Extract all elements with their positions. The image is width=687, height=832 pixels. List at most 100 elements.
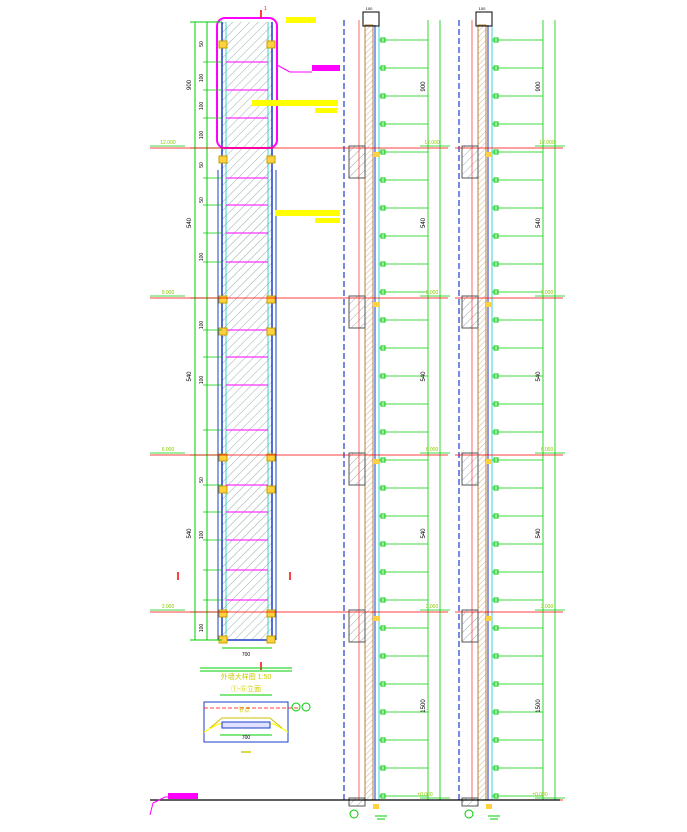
level-label: 6.000 [162,447,175,453]
bracket [493,681,499,687]
drawing-lines [149,10,565,820]
section-label: 节点 [238,706,250,714]
floor-slab [461,145,479,179]
bracket [493,541,499,547]
anchor [266,295,276,304]
bracket [380,737,386,743]
bracket [493,121,499,127]
bracket [380,177,386,183]
dimension-segment: 50 [199,477,205,483]
anchor [266,485,276,494]
wall-section [364,24,374,801]
anchor [218,609,228,618]
bracket [493,765,499,771]
dimension-top: 100 [479,6,486,11]
bracket [380,37,386,43]
floor-slab [461,295,479,329]
cut-mark: 1 [264,6,267,12]
anchor [266,327,276,336]
bracket [380,205,386,211]
node-profile [209,717,283,729]
floor-slab [461,797,479,807]
bracket [493,513,499,519]
anchor [266,453,276,462]
level-label: 9.000 [426,290,439,296]
dimension-segment: 100 [199,624,205,633]
grid-bubble [349,809,359,819]
yellow-tag [315,108,337,113]
bracket [493,233,499,239]
bracket [380,121,386,127]
dimension-total: 1500 [421,699,427,713]
dimension-segment: 50 [199,41,205,47]
dimension-segment: 50 [199,162,205,168]
grid-bubble [301,702,311,712]
dimension-total: 540 [536,217,542,228]
elevation-width-dim: 700 [242,652,251,658]
level-label: 12.000 [424,140,440,146]
bracket [493,261,499,267]
bracket [380,681,386,687]
anchor [373,302,379,307]
level-label: 12.000 [160,140,176,146]
yellow-tag [252,100,338,106]
dimension-segment: 100 [199,531,205,540]
bracket [493,653,499,659]
anchor [266,609,276,618]
bracket [493,177,499,183]
anchor [218,485,228,494]
bracket [493,401,499,407]
bracket [380,373,386,379]
bracket [380,289,386,295]
dimension-total: 540 [421,528,427,539]
anchor [486,152,492,157]
yellow-tag [275,210,340,216]
anchor [373,459,379,464]
bracket [380,429,386,435]
bracket [493,457,499,463]
grid-bubble [464,809,474,819]
bracket [380,261,386,267]
yellow-tag [286,17,316,23]
bracket [493,93,499,99]
dimension-total: 540 [421,217,427,228]
level-label-ground-section-2: ±0.000 [532,792,547,798]
bracket [493,373,499,379]
anchor [373,616,379,621]
bracket [493,709,499,715]
floor-slab [348,609,366,643]
drawing-title: 外墙大样图 1:50 [221,672,272,681]
yellow-tag [315,218,340,223]
dimension-total: 540 [187,217,193,228]
bracket [380,793,386,799]
dimension-top: 100 [366,6,373,11]
level-label: 6.000 [426,447,439,453]
anchor [218,40,228,49]
bracket [493,37,499,43]
dimension-segment: 100 [199,102,205,111]
node-frame [203,701,289,743]
anchor [266,40,276,49]
level-label: 3.000 [541,604,554,610]
dimension-total: 900 [421,81,427,92]
anchor [486,616,492,621]
anchor [373,804,379,809]
dimension-segment: 100 [199,376,205,385]
bracket [380,625,386,631]
dimension-segment: 100 [199,321,205,330]
level-label: 3.000 [426,604,439,610]
bracket [493,485,499,491]
magenta-tag [312,65,340,71]
bracket [380,569,386,575]
bracket [380,513,386,519]
anchor [486,459,492,464]
floor-slab [348,295,366,329]
dimension-total: 540 [187,371,193,382]
bracket [493,205,499,211]
node-dim: 700 [242,735,251,741]
dimension-total: 540 [536,371,542,382]
dimension-segment: 100 [199,74,205,83]
anchor [266,155,276,164]
level-label: 12.000 [539,140,555,146]
